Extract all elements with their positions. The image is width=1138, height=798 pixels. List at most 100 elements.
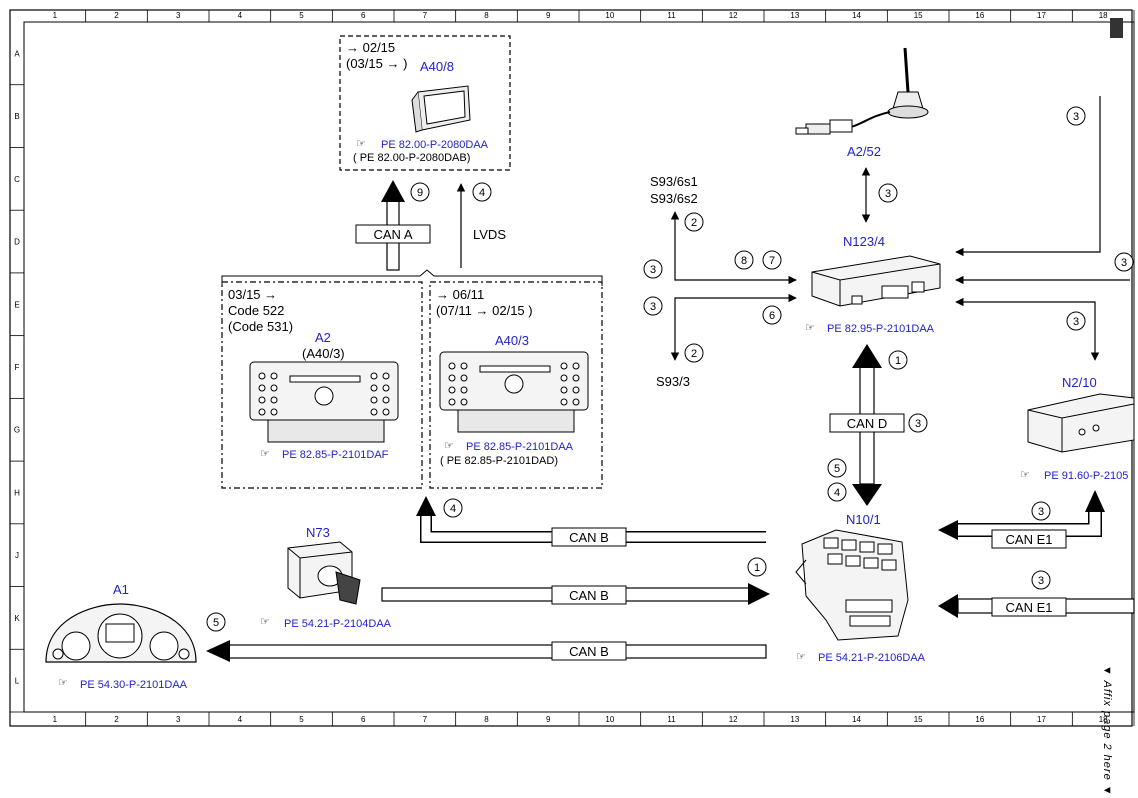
- marker-8: 8: [741, 255, 747, 267]
- grid-column-label: 18: [1099, 715, 1108, 724]
- marker-9: 9: [417, 187, 423, 199]
- sheet-frame: [9, 9, 1133, 727]
- grid-column-label: 8: [484, 715, 489, 724]
- marker-1: 1: [754, 562, 760, 574]
- control-unit-icon: [811, 255, 941, 307]
- ignition-switch-icon: [287, 541, 361, 605]
- can-e1-link-upper: CAN E1: [938, 490, 1105, 549]
- grid-column-label: 9: [546, 11, 551, 20]
- grid-column-label: 2: [114, 11, 119, 20]
- s93-6s1-label: S93/6s1: [650, 174, 698, 189]
- a40-8-ref2: ( PE 82.00-P-2080DAB): [353, 152, 470, 164]
- n2-10-code: N2/10: [1062, 375, 1097, 390]
- grid-column-label: 11: [667, 11, 676, 20]
- ref-icon: ☞: [796, 651, 806, 663]
- n10-1-code: N10/1: [846, 512, 881, 527]
- marker-2: 2: [691, 348, 697, 360]
- grid-row-label: F: [15, 363, 20, 372]
- n10-1-ref: PE 54.21-P-2106DAA: [818, 652, 926, 664]
- marker-6: 6: [769, 310, 775, 322]
- grid-row-label: G: [14, 426, 20, 435]
- grid-column-label: 18: [1099, 11, 1108, 20]
- grid-column-label: 16: [975, 11, 984, 20]
- marker-5: 5: [834, 463, 840, 475]
- ref-icon: ☞: [260, 616, 270, 628]
- grid-column-label: 4: [238, 11, 243, 20]
- a2-alt: (A40/3): [302, 346, 345, 361]
- can-e1-label-lower: CAN E1: [1006, 600, 1053, 615]
- marker-3: 3: [650, 301, 656, 313]
- ref-icon: ☞: [58, 677, 68, 689]
- marker-3: 3: [915, 418, 921, 430]
- grid-column-label: 10: [605, 715, 614, 724]
- grid-column-label: 5: [299, 715, 304, 724]
- can-b-label-a1: CAN B: [569, 644, 609, 659]
- grid-row-label: B: [14, 112, 19, 121]
- n73-ref: PE 54.21-P-2104DAA: [284, 618, 392, 630]
- grid-column-label: 3: [176, 11, 181, 20]
- grid-column-label: 17: [1037, 715, 1046, 724]
- grid-column-label: 6: [361, 11, 366, 20]
- grid-column-label: 7: [423, 715, 428, 724]
- marker-3: 3: [1073, 111, 1079, 123]
- grid-column-label: 13: [790, 715, 799, 724]
- page-corner-icon: [1110, 18, 1123, 38]
- can-b-link-a1: CAN B: [206, 640, 767, 662]
- grid-row-label: A: [14, 49, 20, 58]
- grid-column-label: 10: [605, 11, 614, 20]
- grid-column-label: 2: [114, 715, 119, 724]
- sam-module-icon: [795, 529, 909, 641]
- a2-dates: 03/15 →: [228, 287, 277, 302]
- ref-icon: ☞: [1020, 469, 1030, 481]
- grid-column-label: 6: [361, 715, 366, 724]
- grid-row-label: H: [14, 488, 20, 497]
- grid-column-label: 12: [729, 11, 738, 20]
- grid-row-label: K: [14, 614, 20, 623]
- grid-column-label: 1: [53, 11, 58, 20]
- can-d-link: CAN D: [829, 344, 905, 506]
- marker-3: 3: [1038, 575, 1044, 587]
- link-n2-10: [955, 297, 1100, 361]
- can-d-label: CAN D: [847, 416, 887, 431]
- n123-4-ref: PE 82.95-P-2101DAA: [827, 323, 935, 335]
- n2-10-ref: PE 91.60-P-2105: [1044, 470, 1128, 482]
- s93-3-line: [670, 293, 797, 361]
- s93-3-label: S93/3: [656, 374, 690, 389]
- radio-unit-icon: [439, 351, 589, 433]
- affix-note: ▼ Affix page 2 here ▼: [1101, 665, 1113, 797]
- n73-code: N73: [306, 525, 330, 540]
- grid-column-label: 15: [914, 11, 923, 20]
- a2-box: [221, 281, 423, 489]
- a2-code: A2: [315, 330, 331, 345]
- marker-4: 4: [834, 487, 840, 499]
- grid-column-label: 16: [975, 715, 984, 724]
- can-b-label-audio: CAN B: [569, 530, 609, 545]
- a2-52-code: A2/52: [847, 144, 881, 159]
- a1-ref: PE 54.30-P-2101DAA: [80, 679, 188, 691]
- grid-row-label: L: [15, 677, 20, 686]
- marker-3: 3: [1073, 316, 1079, 328]
- a40-3-dates2: (07/11 → 02/15 ): [436, 303, 533, 318]
- a40-3-ref2: ( PE 82.85-P-2101DAD): [440, 455, 558, 467]
- ref-icon: ☞: [805, 322, 815, 334]
- marker-1: 1: [895, 355, 901, 367]
- can-a-link: CAN A: [355, 180, 431, 271]
- grid-column-label: 17: [1037, 11, 1046, 20]
- grid-row-label: C: [14, 175, 20, 184]
- marker-3: 3: [885, 188, 891, 200]
- can-b-label-n73: CAN B: [569, 588, 609, 603]
- marker-3: 3: [1121, 257, 1127, 269]
- grid-row-label: J: [15, 551, 19, 560]
- a40-3-ref1: PE 82.85-P-2101DAA: [466, 441, 574, 453]
- ref-icon: ☞: [444, 440, 454, 452]
- grid-column-label: 11: [667, 715, 676, 724]
- a40-3-box: [429, 281, 603, 489]
- antenna-icon: [795, 47, 929, 135]
- grid-column-label: 12: [729, 715, 738, 724]
- ref-icon: ☞: [356, 138, 366, 150]
- display-unit-icon: [411, 85, 471, 133]
